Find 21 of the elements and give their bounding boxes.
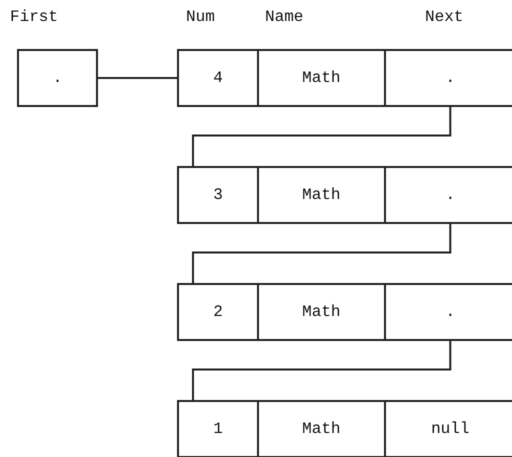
record-box: [177, 283, 512, 341]
field-cell: 2: [179, 285, 260, 339]
field-cell: .: [386, 51, 512, 105]
field-cell: 4: [179, 51, 260, 105]
field-cell: Math: [259, 168, 386, 222]
pointer-box: .: [17, 49, 98, 107]
field-cell: Math: [259, 402, 386, 456]
field-cell: 1: [179, 402, 260, 456]
field-cell: .: [386, 285, 512, 339]
record-box: [177, 166, 512, 224]
column-heading: Next: [425, 8, 464, 26]
field-cell: Math: [259, 285, 386, 339]
column-heading: Name: [265, 8, 304, 26]
field-cell: 3: [179, 168, 260, 222]
column-heading: Num: [186, 8, 215, 26]
field-cell: .: [386, 168, 512, 222]
field-cell: null: [386, 402, 512, 456]
record-box: [177, 400, 512, 457]
record-box: [177, 49, 512, 107]
field-cell: Math: [259, 51, 386, 105]
column-heading: First: [10, 8, 58, 26]
